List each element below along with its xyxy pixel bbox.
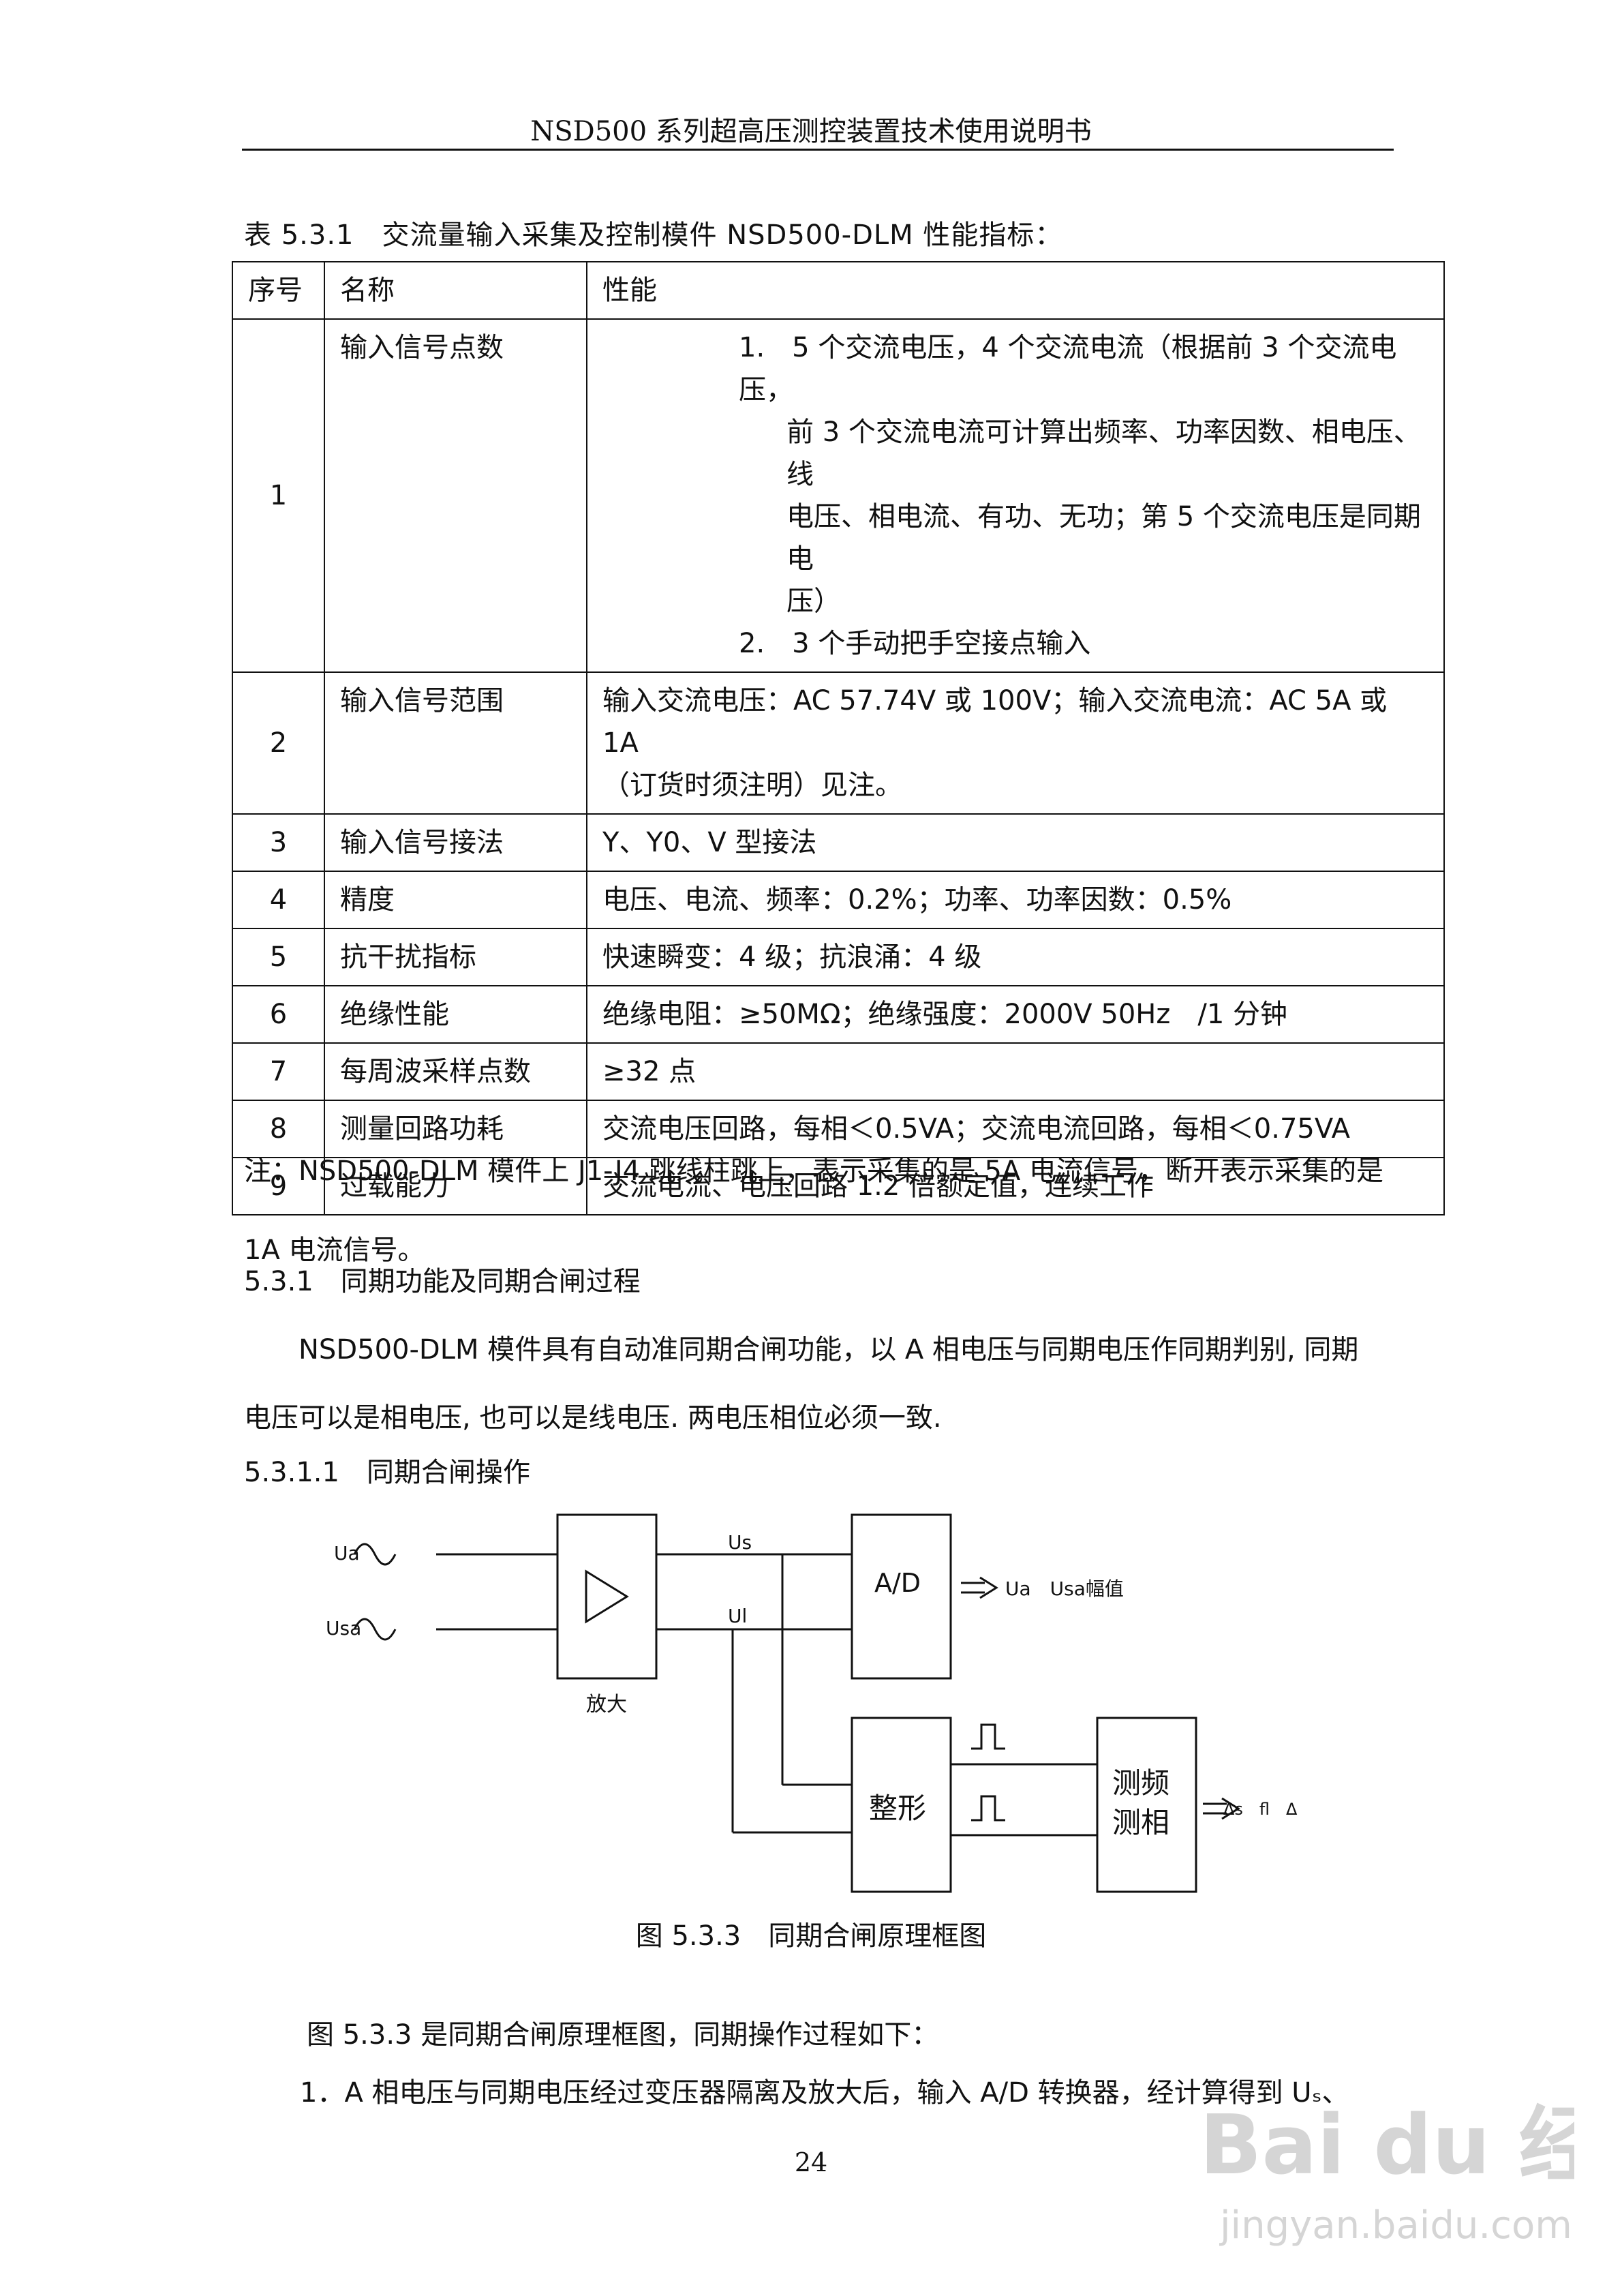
ad-output-arrow-icon [961, 1576, 998, 1599]
row-perf: 交流电流、电压回路 1.2 倍额定值，连续工作 [586, 1157, 1445, 1215]
meter-output-label: Δs fl Δ [1223, 1800, 1298, 1819]
row-perf: Y、Y0、V 型接法 [586, 813, 1445, 872]
row-name: 抗干扰指标 [324, 928, 587, 986]
row-name: 精度 [324, 871, 587, 929]
perf-line: 前 3 个交流电流可计算出频率、功率因数、相电压、线 [786, 417, 1421, 490]
row-no: 9 [232, 1157, 325, 1215]
table-row: 7 每周波采样点数 ≥32 点 [232, 1042, 1445, 1101]
note-line: 注：NSD500-DLM 模件上 J1-J4 跳线柱跳上，表示采集的是 5A 电… [244, 1155, 1384, 1187]
row-name: 测量回路功耗 [324, 1100, 587, 1158]
row-perf: 1. 5 个交流电压，4 个交流电流（根据前 3 个交流电压， 前 3 个交流电… [586, 318, 1445, 673]
spec-table: 序号 名称 性能 1 输入信号点数 1. 5 个交流电压，4 个交流电流（根据前… [232, 261, 1445, 1215]
meter-output-arrow-icon [1203, 1797, 1240, 1820]
note-line: 1A 电流信号。 [244, 1235, 425, 1266]
row-no: 7 [232, 1042, 325, 1101]
row-perf: 电压、电流、频率：0.2%；功率、功率因数：0.5% [586, 871, 1445, 929]
header-perf: 性能 [586, 261, 1445, 320]
row-perf: 交流电压回路，每相＜0.5VA；交流电流回路，每相＜0.75VA [586, 1100, 1445, 1158]
row-name: 过载能力 [324, 1157, 587, 1215]
pulse-icon-upper [971, 1723, 1005, 1750]
process-step-1: 1．A 相电压与同期电压经过变压器隔离及放大后，输入 A/D 转换器，经计算得到… [300, 2077, 1349, 2109]
page-header-title: NSD500 系列超高压测控装置技术使用说明书 [530, 116, 1092, 147]
pulse-icon-lower [971, 1795, 1005, 1822]
amplifier-triangle-icon [585, 1569, 629, 1624]
table-row: 2 输入信号范围 输入交流电压：AC 57.74V 或 100V；输入交流电流：… [232, 671, 1445, 815]
table-row: 5 抗干扰指标 快速瞬变：4 级；抗浪涌：4 级 [232, 928, 1445, 986]
row-no: 4 [232, 871, 325, 929]
header-name: 名称 [324, 261, 587, 320]
ad-output-label: Ua Usa幅值 [1005, 1577, 1124, 1600]
perf-line: 输入交流电压：AC 57.74V 或 100V；输入交流电流：AC 5A 或 1… [602, 685, 1388, 759]
header-rule [242, 149, 1394, 151]
row-perf: ≥32 点 [586, 1042, 1445, 1101]
page-number: 24 [794, 2147, 828, 2177]
body-paragraph: NSD500-DLM 模件具有自动准同期合闸功能，以 A 相电压与同期电压作同期… [244, 1316, 1430, 1452]
row-no: 5 [232, 928, 325, 986]
row-name: 输入信号点数 [324, 318, 587, 673]
usa-sine-icon [353, 1618, 397, 1641]
perf-line: （订货时须注明）见注。 [602, 770, 902, 801]
signal-us-label: Us [728, 1531, 752, 1554]
row-perf: 输入交流电压：AC 57.74V 或 100V；输入交流电流：AC 5A 或 1… [586, 671, 1445, 815]
body-line: NSD500-DLM 模件具有自动准同期合闸功能，以 A 相电压与同期电压作同期… [299, 1334, 1359, 1365]
table-row: 4 精度 电压、电流、频率：0.2%；功率、功率因数：0.5% [232, 871, 1445, 929]
ua-sine-icon [353, 1543, 397, 1566]
row-no: 3 [232, 813, 325, 872]
row-name: 绝缘性能 [324, 985, 587, 1044]
row-perf: 快速瞬变：4 级；抗浪涌：4 级 [586, 928, 1445, 986]
table-row: 9 过载能力 交流电流、电压回路 1.2 倍额定值，连续工作 [232, 1157, 1445, 1215]
body-line: 电压可以是相电压, 也可以是线电压. 两电压相位必须一致. [244, 1402, 942, 1434]
ad-converter-block [851, 1513, 952, 1680]
row-perf: 绝缘电阻：≥50MΩ；绝缘强度：2000V 50Hz /1 分钟 [586, 985, 1445, 1044]
process-intro: 图 5.3.3 是同期合闸原理框图，同期操作过程如下： [307, 2019, 939, 2051]
ad-label: A/D [874, 1568, 921, 1598]
row-name: 每周波采样点数 [324, 1042, 587, 1101]
signal-ul-label: Ul [728, 1605, 747, 1627]
figure-caption: 图 5.3.3 同期合闸原理框图 [635, 1920, 987, 1952]
table-caption: 表 5.3.1 交流量输入采集及控制模件 NSD500-DLM 性能指标： [244, 220, 1063, 251]
meter-label-line2: 测相 [1112, 1806, 1169, 1839]
row-name: 输入信号接法 [324, 813, 587, 872]
section-heading-5-3-1: 5.3.1 同期功能及同期合闸过程 [244, 1266, 641, 1297]
freq-phase-meter-block [1096, 1717, 1197, 1893]
perf-line: 压） [786, 586, 841, 617]
shaper-block [851, 1717, 952, 1893]
table-note: 注：NSD500-DLM 模件上 J1-J4 跳线柱跳上，表示采集的是 5A 电… [244, 1132, 1403, 1290]
table-row: 3 输入信号接法 Y、Y0、V 型接法 [232, 813, 1445, 872]
row-no: 2 [232, 671, 325, 815]
table-row: 1 输入信号点数 1. 5 个交流电压，4 个交流电流（根据前 3 个交流电压，… [232, 318, 1445, 673]
shaper-label: 整形 [869, 1792, 926, 1825]
perf-line: 1. 5 个交流电压，4 个交流电流（根据前 3 个交流电压， [739, 332, 1397, 406]
meter-label-line1: 测频 [1112, 1766, 1169, 1800]
sync-closing-block-diagram: Ua Usa 放大 Us Ul A/D Ua Usa幅值 整形 测频 测相 Δs… [326, 1513, 1298, 1893]
perf-line: 2. 3 个手动把手空接点输入 [739, 628, 1091, 659]
baidu-jingyan-watermark: Bai du 经验 jingyan.baidu.com [1199, 2098, 1574, 2248]
watermark-brand: Bai du 经验 [1199, 2098, 1574, 2193]
row-no: 1 [232, 318, 325, 673]
table-row: 6 绝缘性能 绝缘电阻：≥50MΩ；绝缘强度：2000V 50Hz /1 分钟 [232, 985, 1445, 1044]
watermark-url: jingyan.baidu.com [1219, 2203, 1572, 2248]
row-no: 6 [232, 985, 325, 1044]
amplifier-block [556, 1513, 658, 1680]
header-no: 序号 [232, 261, 325, 320]
perf-line: 电压、相电流、有功、无功；第 5 个交流电压是同期电 [786, 501, 1421, 575]
row-no: 8 [232, 1100, 325, 1158]
row-name: 输入信号范围 [324, 671, 587, 815]
table-header-row: 序号 名称 性能 [232, 261, 1445, 320]
amplifier-label: 放大 [586, 1693, 627, 1717]
table-row: 8 测量回路功耗 交流电压回路，每相＜0.5VA；交流电流回路，每相＜0.75V… [232, 1100, 1445, 1158]
section-heading-5-3-1-1: 5.3.1.1 同期合闸操作 [244, 1457, 530, 1488]
